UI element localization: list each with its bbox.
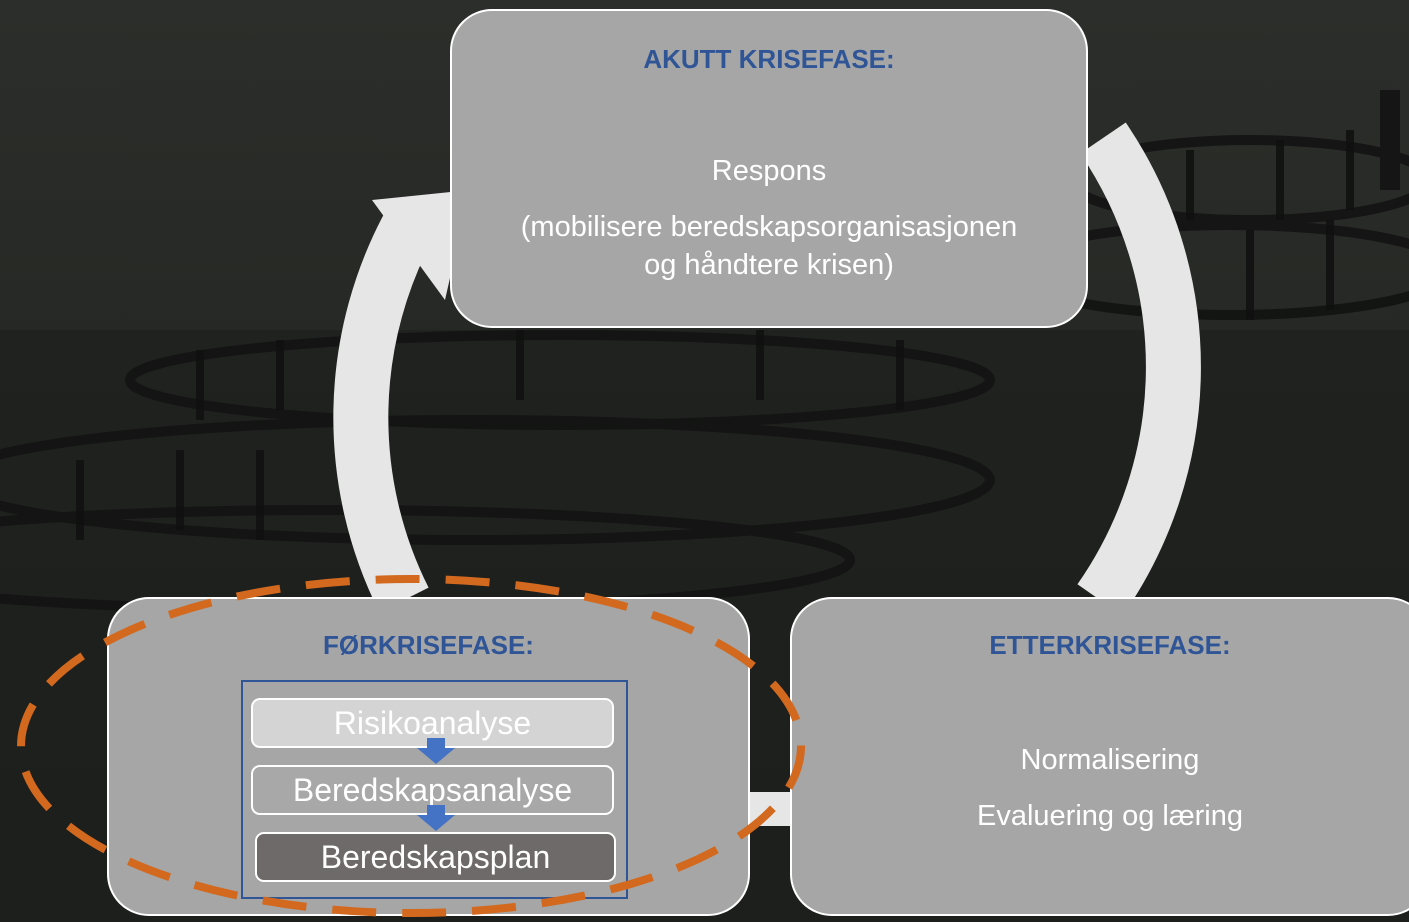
acute-phase-response-text: Respons <box>711 155 827 187</box>
down-arrow-icon <box>417 805 455 831</box>
pre-crisis-phase-title: FØRKRISEFASE: <box>323 630 534 660</box>
post-crisis-evaluation-text: Evaluering og læring <box>977 800 1243 832</box>
pre-crisis-phase-box: FØRKRISEFASE: Risikoanalyse Beredskapsan… <box>107 597 750 916</box>
post-crisis-phase-title: ETTERKRISEFASE: <box>989 630 1231 660</box>
post-crisis-normalization-text: Normalisering <box>1020 744 1200 776</box>
step-preparedness-plan: Beredskapsplan <box>255 832 616 882</box>
down-arrow-icon <box>417 738 455 764</box>
pre-crisis-steps-container: Risikoanalyse Beredskapsanalyse Beredska… <box>241 680 628 899</box>
acute-phase-box: AKUTT KRISEFASE: Respons (mobilisere ber… <box>450 9 1088 328</box>
acute-phase-title: AKUTT KRISEFASE: <box>643 44 895 74</box>
acute-phase-description-line1: (mobilisere beredskapsorganisasjonen <box>520 211 1018 243</box>
post-crisis-phase-box: ETTERKRISEFASE: Normalisering Evaluering… <box>790 597 1409 916</box>
acute-phase-description-line2: og håndtere krisen) <box>644 249 894 281</box>
